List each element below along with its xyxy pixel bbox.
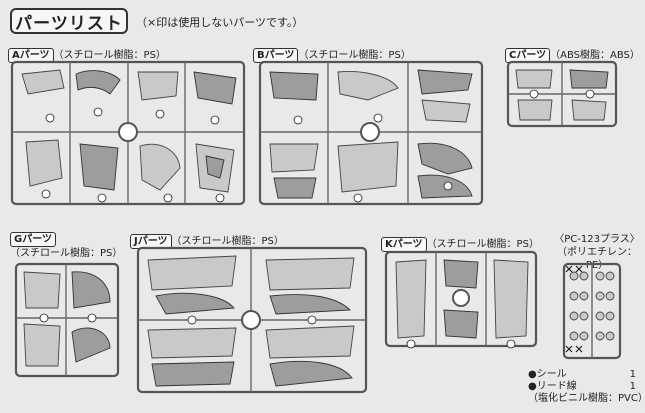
- legend-count: 1: [629, 381, 636, 392]
- sprue-a-diagram: [10, 60, 246, 206]
- part-name-k: Kパーツ: [381, 237, 427, 252]
- pc-runner-diagram: [562, 262, 622, 360]
- part-material-b: （スチロール樹脂：PS）: [298, 50, 411, 61]
- sprue-b-diagram: [258, 60, 484, 206]
- part-material-c: （ABS樹脂：ABS）: [550, 50, 640, 61]
- part-material-g: （スチロール樹脂：PS）: [10, 248, 123, 259]
- part-label-g: Gパーツ （スチロール樹脂：PS）: [10, 232, 122, 261]
- part-label-k: Kパーツ（スチロール樹脂：PS）: [381, 235, 539, 252]
- part-material-k: （スチロール樹脂：PS）: [426, 239, 539, 250]
- part-material-j: （スチロール樹脂：PS）: [171, 236, 284, 247]
- title-note: （×印は使用しないパーツです。）: [136, 16, 304, 29]
- sprue-c-diagram: [506, 60, 618, 128]
- legend-label: ●シール: [528, 369, 567, 380]
- page-title: パーツリスト: [10, 8, 128, 34]
- legend-label: ●リード線: [528, 381, 577, 392]
- sprue-j-diagram: [136, 246, 368, 394]
- legend-note: （塩化ビニル樹脂：PVC）: [528, 393, 645, 404]
- sprue-k-diagram: [384, 250, 538, 349]
- unused-marks: [565, 265, 583, 353]
- part-material-a: （スチロール樹脂：PS）: [53, 50, 166, 61]
- legend: ●シール 1 ●リード線 1 （塩化ビニル樹脂：PVC）: [528, 369, 645, 405]
- legend-count: 1: [629, 369, 636, 380]
- pc-parts: [569, 271, 615, 341]
- pc-label: 〈PC-123プラス〉 （ポリエチレン：PE）: [549, 233, 645, 272]
- legend-item-lead-wire: ●リード線 1: [528, 381, 636, 393]
- pc-title: 〈PC-123プラス〉: [554, 234, 640, 245]
- pc-material: （ポリエチレン：PE）: [557, 247, 637, 271]
- part-name-g: Gパーツ: [10, 232, 57, 247]
- legend-item-sticker: ●シール 1: [528, 369, 636, 381]
- sprue-g-diagram: [14, 262, 120, 378]
